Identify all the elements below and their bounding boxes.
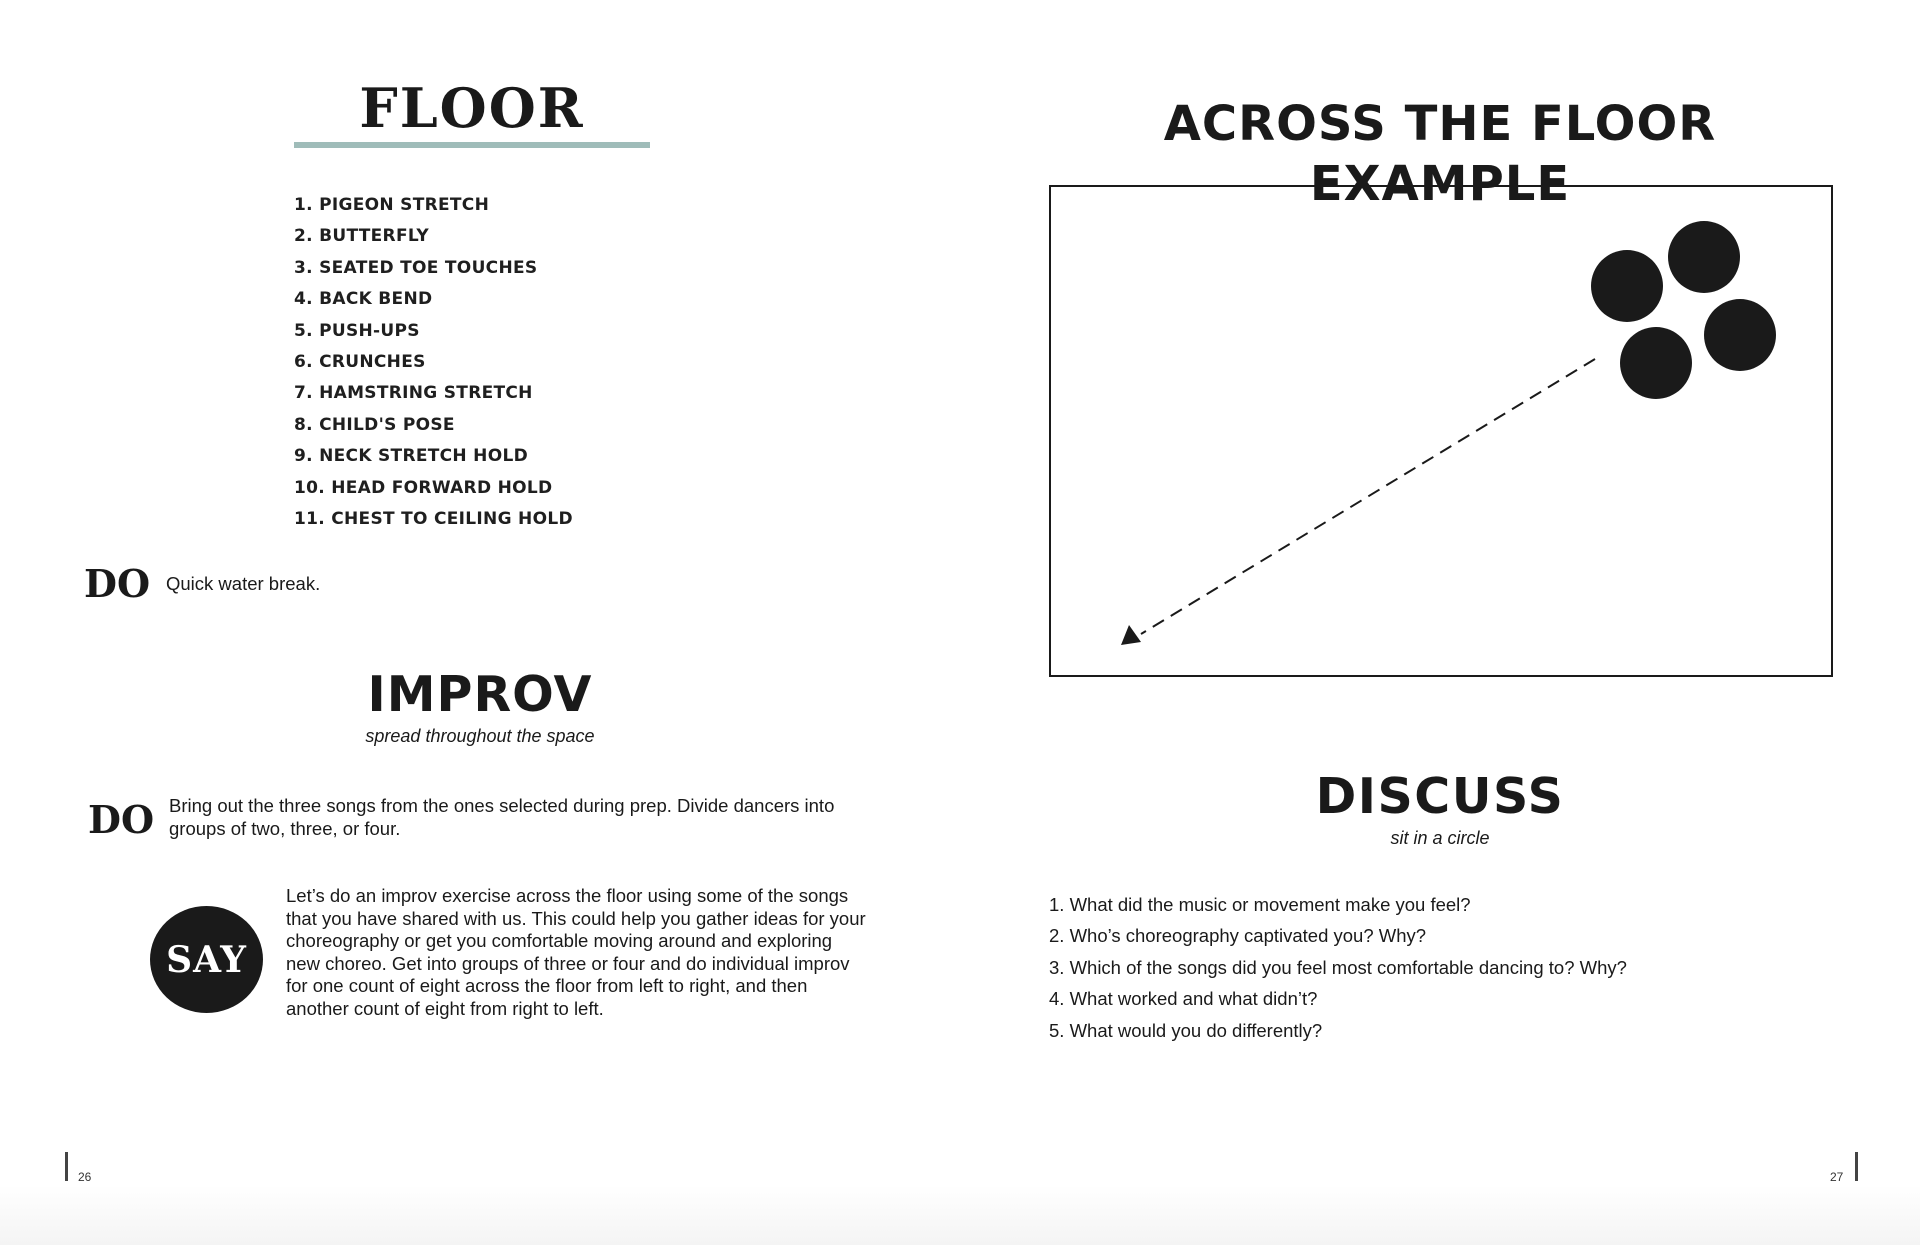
text-line: new choreo. Get into groups of three or …	[286, 952, 850, 974]
travel-arrowhead-icon	[1121, 625, 1141, 645]
list-item: 1. What did the music or movement make y…	[1049, 894, 1471, 915]
dancer-dot	[1668, 221, 1740, 293]
floor-heading: FLOOR	[359, 76, 585, 140]
say-script-text: Let’s do an improv exercise across the f…	[286, 885, 906, 1020]
dancer-dot	[1591, 250, 1663, 322]
text-line: choreography or get you comfortable movi…	[286, 930, 833, 951]
page-bottom-edge	[0, 1185, 1920, 1245]
list-item: 1. PIGEON STRETCH	[294, 195, 490, 215]
list-item: 3. Which of the songs did you feel most …	[1049, 956, 1627, 978]
say-badge: SAY	[150, 906, 263, 1013]
list-item: 7. HAMSTRING STRETCH	[294, 383, 533, 404]
list-item: 5. PUSH-UPS	[294, 320, 420, 341]
improv-subtitle: spread throughout the space	[365, 726, 595, 746]
floor-stretch-list: 1. PIGEON STRETCH 2. BUTTERFLY 3. SEATED…	[294, 190, 573, 535]
floor-diagram	[1049, 185, 1833, 677]
page-number-left: 26	[78, 1170, 92, 1184]
discussion-question-list: 1. What did the music or movement make y…	[1049, 889, 1627, 1046]
do-tag-improv: DO	[88, 797, 155, 842]
text-line: another count of eight from right to lef…	[286, 997, 604, 1019]
improv-do-text: Bring out the three songs from the ones …	[169, 795, 889, 840]
list-item: 2. Who’s choreography captivated you? Wh…	[1049, 925, 1427, 947]
page-number-right: 27	[1830, 1170, 1844, 1184]
travel-path-line	[1140, 358, 1596, 635]
list-item: 10. HEAD FORWARD HOLD	[294, 477, 553, 498]
discuss-subtitle: sit in a circle	[1390, 828, 1490, 848]
list-item: 9. NECK STRETCH HOLD	[294, 446, 528, 467]
list-item: 2. BUTTERFLY	[294, 226, 429, 247]
floor-heading-rule	[294, 142, 650, 148]
floor-diagram-svg	[1121, 221, 1776, 645]
list-item: 3. SEATED TOE TOUCHES	[294, 257, 538, 278]
dancer-dot	[1620, 327, 1692, 399]
do-tag-water: DO	[84, 561, 151, 606]
across-floor-heading: ACROSS THE FLOOR EXAMPLE	[1163, 96, 1717, 212]
page-marker-right	[1855, 1152, 1858, 1181]
page-marker-left	[65, 1152, 68, 1181]
list-item: 4. What worked and what didn’t?	[1049, 988, 1318, 1010]
text-line: Let’s do an improv exercise across the f…	[286, 885, 849, 906]
list-item: 11. CHEST TO CEILING HOLD	[294, 509, 573, 530]
water-break-text: Quick water break.	[166, 573, 321, 594]
list-item: 4. BACK BEND	[294, 289, 433, 310]
list-item: 6. CRUNCHES	[294, 352, 426, 373]
text-line: Bring out the three songs from the ones …	[169, 795, 835, 816]
text-line: for one count of eight across the floor …	[286, 975, 808, 996]
dancer-dot	[1704, 299, 1776, 371]
discuss-heading: DISCUSS	[1315, 768, 1565, 825]
list-item: 8. CHILD'S POSE	[294, 414, 455, 435]
improv-heading: IMPROV	[367, 666, 593, 723]
text-line: groups of two, three, or four.	[169, 817, 401, 839]
text-line: that you have shared with us. This could…	[286, 907, 866, 929]
list-item: 5. What would you do differently?	[1049, 1019, 1323, 1041]
